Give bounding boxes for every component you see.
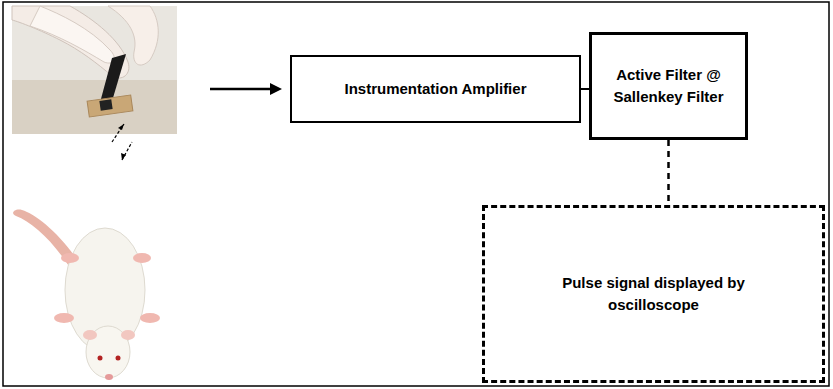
outer-frame [3, 2, 829, 386]
connector [581, 89, 589, 90]
contact-double-arrow [112, 124, 132, 160]
process-box: Instrumentation Amplifier [290, 55, 581, 123]
arrow-head [121, 153, 126, 160]
sensor-photo [12, 6, 177, 134]
output-box: Pulse signal displayed by oscilloscope [482, 205, 825, 383]
connector [668, 140, 669, 205]
node-label: Pulse signal displayed by oscilloscope [554, 272, 754, 316]
node-label: Active Filter @ Sallenkey Filter [604, 64, 734, 108]
rat-photo [12, 136, 177, 384]
filter-box: Active Filter @ Sallenkey Filter [589, 32, 748, 140]
node-label: Instrumentation Amplifier [345, 78, 527, 100]
arrow-head [270, 83, 282, 95]
arrow-head [118, 124, 124, 130]
input-arrow [210, 88, 272, 91]
